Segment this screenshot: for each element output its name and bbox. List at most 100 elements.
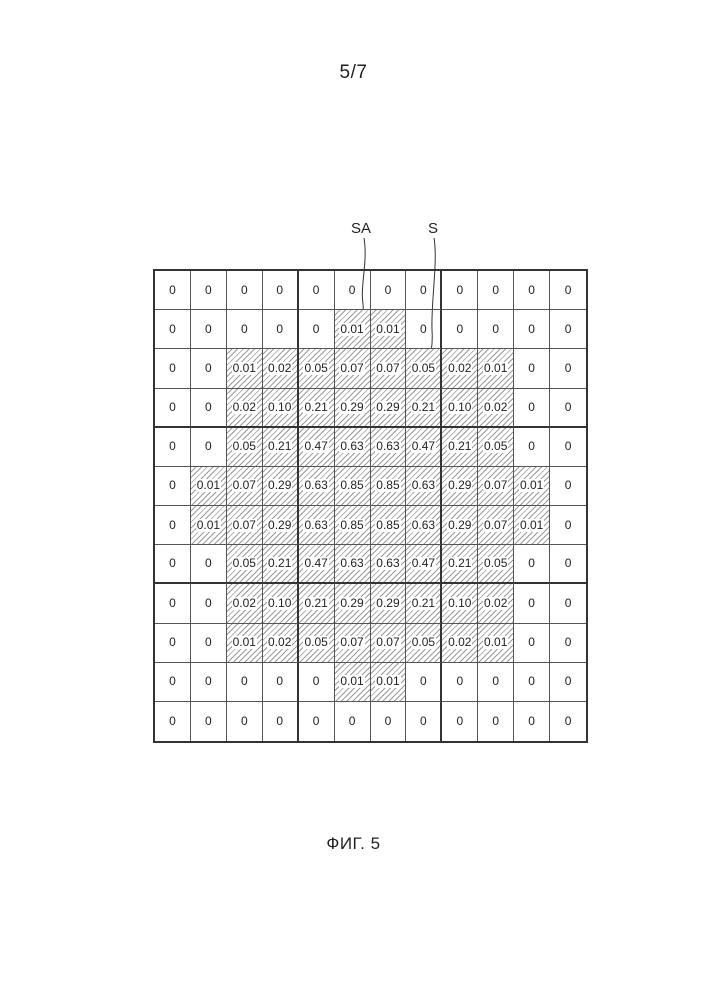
grid-cell: 0.63 (406, 506, 442, 545)
cell-value: 0.07 (232, 479, 257, 492)
grid-cell: 0 (371, 271, 407, 310)
cell-value: 0.01 (375, 675, 400, 688)
grid-cell: 0.21 (442, 428, 478, 467)
cell-value: 0 (384, 715, 393, 728)
cell-value: 0 (491, 323, 500, 336)
grid-cell: 0.07 (227, 467, 263, 506)
grid-cell: 0 (335, 271, 371, 310)
cell-value: 0.29 (267, 479, 292, 492)
grid-cell: 0 (155, 310, 191, 349)
grid-cell: 0 (550, 271, 586, 310)
cell-value: 0.02 (483, 401, 508, 414)
cell-value: 0 (419, 675, 428, 688)
cell-value: 0 (168, 715, 177, 728)
cell-value: 0 (204, 675, 213, 688)
cell-value: 0.21 (303, 597, 328, 610)
grid-cell: 0.07 (371, 349, 407, 388)
cell-value: 0.10 (267, 401, 292, 414)
grid-cell: 0.21 (442, 545, 478, 584)
cell-value: 0 (455, 323, 464, 336)
grid-cell: 0.01 (227, 624, 263, 663)
cell-value: 0 (204, 715, 213, 728)
grid-cell: 0 (514, 389, 550, 428)
grid-cell: 0.29 (371, 389, 407, 428)
cell-value: 0 (419, 323, 428, 336)
cell-value: 0.21 (303, 401, 328, 414)
cell-value: 0.02 (232, 597, 257, 610)
grid-cell: 0 (263, 663, 299, 702)
grid-cell: 0.29 (442, 506, 478, 545)
grid-cell: 0.05 (478, 545, 514, 584)
grid-cell: 0.21 (263, 545, 299, 584)
cell-value: 0.05 (483, 557, 508, 570)
grid-cell: 0 (155, 389, 191, 428)
cell-value: 0 (168, 675, 177, 688)
cell-value: 0 (564, 636, 573, 649)
cell-value: 0 (204, 401, 213, 414)
grid-cell: 0 (191, 310, 227, 349)
cell-value: 0 (168, 636, 177, 649)
grid-cell: 0 (263, 310, 299, 349)
grid-cell: 0.01 (514, 506, 550, 545)
cell-value: 0.21 (447, 440, 472, 453)
grid-cell: 0 (442, 663, 478, 702)
grid-cell: 0.07 (335, 624, 371, 663)
cell-value: 0.10 (447, 401, 472, 414)
grid-cell: 0 (191, 663, 227, 702)
grid-cell: 0 (550, 545, 586, 584)
cell-value: 0 (168, 519, 177, 532)
grid-cell: 0 (550, 349, 586, 388)
grid-cell: 0.02 (263, 349, 299, 388)
grid-cell: 0 (371, 702, 407, 741)
grid-cell: 0 (155, 428, 191, 467)
grid-cell: 0.01 (191, 506, 227, 545)
grid-cell: 0.63 (299, 467, 335, 506)
cell-value: 0.63 (375, 557, 400, 570)
grid-cell: 0 (550, 428, 586, 467)
grid-cell: 0.63 (299, 506, 335, 545)
cell-value: 0 (491, 675, 500, 688)
cell-value: 0 (204, 597, 213, 610)
grid-cell: 0.07 (478, 506, 514, 545)
cell-value: 0 (275, 715, 284, 728)
value-grid: 000000000000000000.010.0100000000.010.02… (153, 269, 588, 743)
grid-cell: 0.10 (442, 389, 478, 428)
cell-value: 0 (168, 440, 177, 453)
cell-value: 0.63 (411, 479, 436, 492)
cell-value: 0 (204, 636, 213, 649)
cell-value: 0.63 (303, 479, 328, 492)
cell-value: 0 (275, 323, 284, 336)
grid-cell: 0 (514, 428, 550, 467)
cell-value: 0.01 (339, 323, 364, 336)
grid-cell: 0.05 (227, 545, 263, 584)
cell-value: 0.63 (411, 519, 436, 532)
grid-cell: 0 (514, 310, 550, 349)
cell-value: 0.10 (267, 597, 292, 610)
grid-cell: 0.63 (335, 428, 371, 467)
cell-value: 0 (240, 675, 249, 688)
grid-cell: 0 (514, 663, 550, 702)
grid-cell: 0 (406, 271, 442, 310)
cell-value: 0 (491, 715, 500, 728)
cell-value: 0 (312, 284, 321, 297)
cell-value: 0 (419, 284, 428, 297)
grid-cell: 0.02 (478, 584, 514, 623)
cell-value: 0 (168, 479, 177, 492)
cell-value: 0.47 (411, 440, 436, 453)
cell-value: 0 (455, 284, 464, 297)
grid-cell: 0.29 (335, 584, 371, 623)
grid-cell: 0 (550, 663, 586, 702)
cell-value: 0 (527, 362, 536, 375)
grid-cell: 0 (514, 349, 550, 388)
cell-value: 0.29 (375, 597, 400, 610)
grid-cell: 0 (335, 702, 371, 741)
cell-value: 0.29 (339, 401, 364, 414)
cell-value: 0 (564, 479, 573, 492)
grid-cell: 0.10 (263, 389, 299, 428)
grid-cell: 0 (263, 702, 299, 741)
cell-value: 0.07 (483, 479, 508, 492)
cell-value: 0.47 (303, 440, 328, 453)
cell-value: 0.63 (375, 440, 400, 453)
grid-cell: 0 (550, 310, 586, 349)
cell-value: 0 (527, 675, 536, 688)
